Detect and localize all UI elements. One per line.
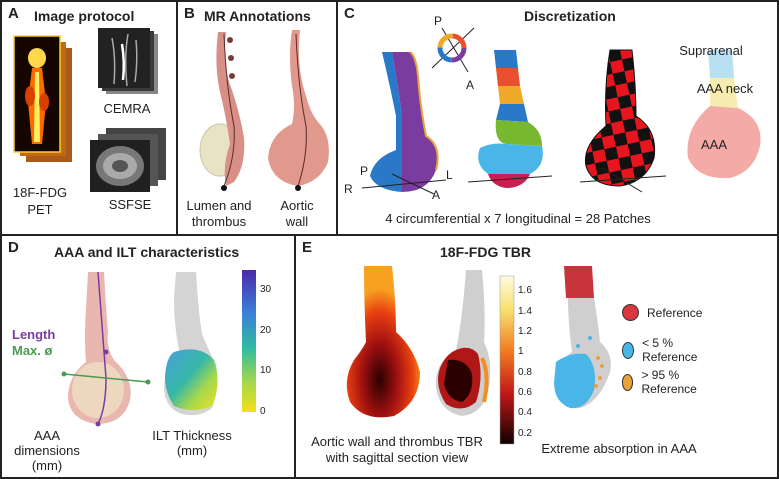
- aortic-wall-caption: Aortic wall: [280, 198, 314, 229]
- panel-a: A Image protocol 18F-FDG PET CEMRA SSFSE: [0, 0, 178, 236]
- tbr-colorbar-tick-label: 1.6: [518, 285, 532, 297]
- aaa-neck-label: AAA neck: [696, 81, 754, 96]
- panel-title: Discretization: [524, 8, 616, 24]
- circumferential-model: [361, 51, 447, 195]
- panel-title: AAA and ILT characteristics: [54, 244, 240, 260]
- legend-item: < 5 % Reference: [622, 336, 702, 364]
- ilt-colorbar-tick-label: 0: [260, 406, 266, 417]
- legend-label: < 5 % Reference: [642, 336, 698, 364]
- axis-r-label: R: [344, 182, 353, 196]
- panel-title: Image protocol: [34, 8, 135, 24]
- tbr-colorbar-tick-label: 0.2: [518, 427, 532, 439]
- patches-caption: 4 circumferential x 7 longitudinal = 28 …: [385, 211, 651, 226]
- aaa-region-label: AAA: [700, 137, 727, 152]
- panel-title: 18F-FDG TBR: [440, 244, 531, 260]
- ilt-colorbar-tick-label: 20: [260, 324, 272, 336]
- extreme-absorption-caption: Extreme absorption in AAA: [541, 441, 697, 456]
- lumen-thrombus-caption: Lumen and thrombus: [186, 198, 252, 229]
- cemra-image: [98, 28, 158, 94]
- axis-p-label: P: [360, 164, 369, 178]
- panel-label: D: [8, 239, 19, 256]
- ilt-colorbar-tick-label: 30: [260, 284, 272, 296]
- ssfse-image: [90, 128, 166, 192]
- panel-d: D AAA and ILT characteristics Length Max…: [0, 234, 296, 479]
- tbr-colorbar-tick-label: 1.4: [518, 305, 532, 317]
- ilt-thickness-caption: ILT Thickness (mm): [152, 428, 232, 458]
- orientation-compass: [431, 27, 475, 73]
- panel-b: B MR Annotations Lumen and thrombus Aort…: [176, 0, 338, 236]
- ilt-thickness-model: [164, 272, 218, 416]
- tbr-colorbar: [499, 275, 515, 445]
- legend-swatch: [622, 341, 635, 359]
- panel-label: A: [8, 5, 19, 22]
- tbr-colorbar-tick-label: 1.2: [518, 326, 532, 337]
- panel-c: C Discretization P A P L R A: [336, 0, 779, 236]
- extreme-absorption-model: [554, 266, 611, 409]
- aortic-wall-model: [268, 30, 329, 191]
- tbr-colorbar-tick-label: 0.6: [518, 387, 532, 399]
- max-diameter-label: Max. ø: [12, 343, 53, 358]
- panel-title: MR Annotations: [204, 8, 311, 24]
- longitudinal-patch-model: [467, 50, 553, 188]
- axis-l-label: L: [446, 168, 453, 182]
- legend-label: Reference: [647, 305, 703, 320]
- ssfse-caption: SSFSE: [108, 197, 152, 212]
- panel-label: E: [302, 239, 313, 256]
- lumen-thrombus-model: [199, 32, 245, 191]
- legend-label: > 95 % Reference: [641, 368, 697, 396]
- legend-item: Reference: [622, 304, 702, 321]
- ilt-colorbar: [242, 270, 256, 412]
- tbr-colorbar-tick-label: 0.8: [518, 366, 532, 378]
- compass-p-label: P: [434, 14, 443, 28]
- axis-a-label: A: [432, 188, 441, 202]
- aaa-dimensions-caption: AAA dimensions (mm): [14, 428, 80, 473]
- ilt-colorbar-tick-label: 10: [260, 365, 272, 377]
- suprarenal-label: Suprarenal: [679, 43, 743, 58]
- tbr-left-caption: Aortic wall and thrombus TBR with sagitt…: [311, 434, 483, 465]
- legend-swatch: [622, 373, 634, 391]
- length-label: Length: [12, 327, 56, 342]
- checkerboard-patch-model: [579, 49, 667, 193]
- tbr-colorbar-tick-label: 0.4: [518, 407, 532, 419]
- cemra-caption: CEMRA: [103, 101, 151, 116]
- pet-caption: 18F-FDG PET: [12, 185, 68, 217]
- tbr-colorbar-tick-label: 1: [518, 346, 524, 358]
- panel-label: C: [344, 5, 355, 22]
- tbr-sagittal-model: [435, 270, 491, 416]
- aaa-dimensions-model: [61, 271, 151, 427]
- panel-e: E 18F-FDG TBR Aortic wall and thrombus T…: [294, 234, 779, 479]
- tbr-wall-model: [346, 266, 420, 418]
- pet-stack-image: [13, 35, 72, 162]
- panel-label: B: [184, 5, 195, 22]
- region-model: [687, 50, 761, 179]
- legend-item: > 95 % Reference: [622, 368, 702, 396]
- compass-a-label: A: [466, 78, 475, 92]
- legend-swatch: [622, 304, 639, 321]
